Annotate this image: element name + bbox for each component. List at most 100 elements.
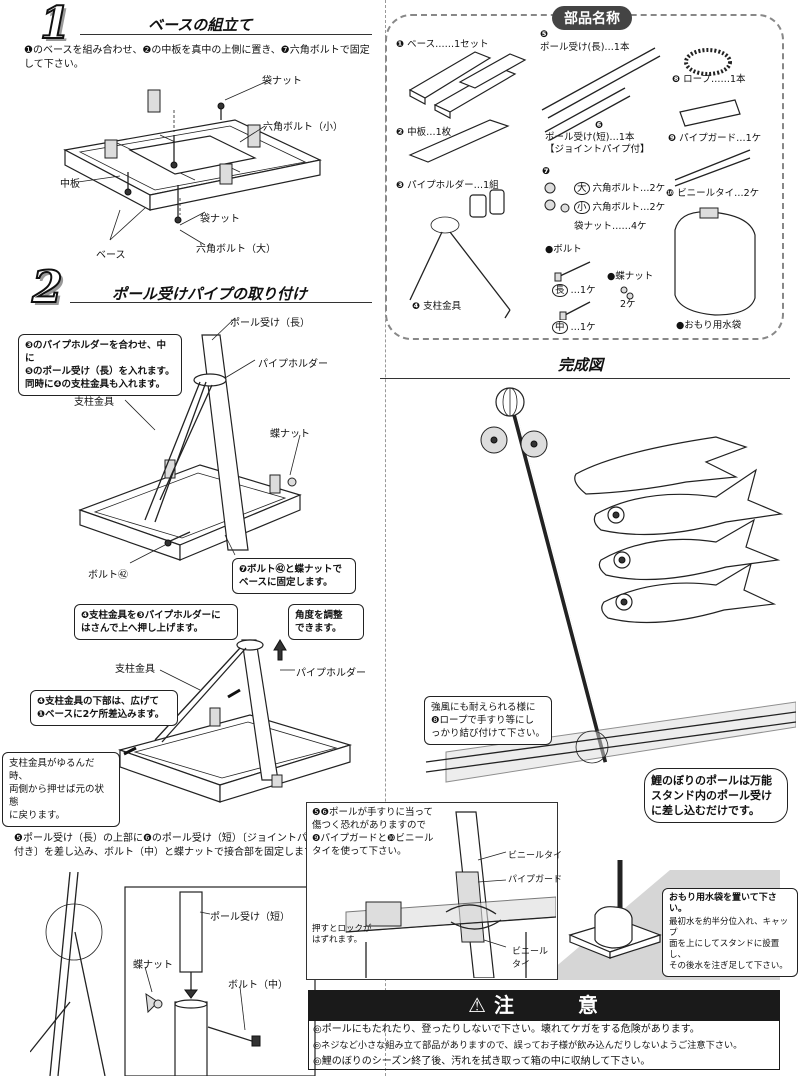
lock-note: 押すとロックが はずれます。 xyxy=(312,924,372,946)
label-pole-uke-short: ポール受け（短） xyxy=(210,912,290,923)
callout-guard-line2: 傷つく恐れがありますので xyxy=(312,820,427,831)
label-nakaita: 中板 xyxy=(60,179,80,190)
callout-loose-line3: に戻ります。 xyxy=(9,810,66,821)
step1-title: ベースの組立て xyxy=(148,16,253,34)
label-fukuro-nut-bottom: 袋ナット xyxy=(200,214,240,225)
callout-angle-line2: できます。 xyxy=(295,623,342,634)
part-8-no: ❽ xyxy=(672,74,681,85)
guard-detail-illustration xyxy=(345,811,556,978)
label-chou-nut-2: 蝶ナット xyxy=(133,960,173,971)
part-5-name: ポール受け(長)…1本 xyxy=(540,42,630,53)
callout3-line1: ❹支柱金具の下部は、広げて xyxy=(37,696,160,707)
callout1-line1: ❸のパイプホルダーを合わせ、中に xyxy=(25,340,167,364)
step2-callout-loosen: 支柱金具がゆるんだ時、 両側から押せば元の状態 に戻ります。 xyxy=(2,752,120,827)
step2-callout-fix: ❼ボルト㊷と蝶ナットで ベースに固定します。 xyxy=(232,558,356,594)
strut-adjust-illustration xyxy=(117,639,353,803)
water-bag-note: おもり用水袋を置いて下さい。 最初水を約半分位入れ、キャップ 面を上にしてスタン… xyxy=(662,888,798,977)
part-3: ❸ パイプホルダー…1組 xyxy=(396,177,499,191)
callout-wind-line3: っかり結び付けて下さい。 xyxy=(431,728,546,739)
completed-koinobori-illustration xyxy=(425,387,796,783)
label-pipe-holder-2: パイプホルダー xyxy=(296,668,366,679)
hw-hex-large-text: 六角ボルト…2ケ xyxy=(592,183,666,194)
step2-title-rule xyxy=(70,302,372,303)
label-base: ベース xyxy=(96,250,126,261)
callout-fix-line2: ベースに固定します。 xyxy=(239,577,333,588)
part-1: ❶ ベース……1セット xyxy=(396,36,489,50)
part-6-no: ❻ xyxy=(595,120,604,131)
mark-mid: 中 xyxy=(552,321,568,334)
step1-instruction: ❶のベースを組み合わせ、❷の中板を真中の上側に置き、❼六角ボルトで固定 して下さ… xyxy=(24,44,384,72)
part-10-name: ビニールタイ…2ケ xyxy=(677,188,760,199)
hw-hex-large: 大 六角ボルト…2ケ xyxy=(574,180,666,195)
caution-body: ◎ポールにもたれたり、登ったりしないで下さい。壊れてケガをする危険があります。 … xyxy=(308,1020,780,1070)
water-note-line3: その後水を注ぎ足して下さい。 xyxy=(669,961,788,971)
pole-holder-illustration xyxy=(78,317,302,564)
step2-title: ポール受けパイプの取り付け xyxy=(112,285,308,303)
callout-pole-insert: 鯉のぼりのポールは万能 スタンド内のポール受け に差し込むだけです。 xyxy=(644,768,788,823)
callout-fix-line1: ❼ボルト㊷と蝶ナットで xyxy=(239,564,343,575)
lock-note-line2: はずれます。 xyxy=(312,935,363,945)
mark-long: 長 xyxy=(552,284,568,297)
callout2-line1: ❹支柱金具を❸パイプホルダーに xyxy=(81,610,221,621)
part-4-name: 支柱金具 xyxy=(423,301,462,312)
vertical-divider xyxy=(385,0,387,1076)
label-vinyl-tie-top: ビニールタイ xyxy=(508,851,563,861)
part-8-name: ロープ……1本 xyxy=(683,74,746,85)
hw-bolt-mid-text: …1ケ xyxy=(570,322,596,333)
part-9-no: ❾ xyxy=(668,133,677,144)
step2-callout-press-up: ❹支柱金具を❸パイプホルダーに はさんで上へ押し上げます。 xyxy=(74,604,238,640)
callout-guard-line4: タイを使って下さい。 xyxy=(312,846,407,857)
lock-note-line1: 押すとロックが xyxy=(312,924,372,934)
label-hex-bolt-large: 六角ボルト（大） xyxy=(196,244,276,255)
mark-small: 小 xyxy=(574,201,590,214)
caution-header: ⚠注 意 xyxy=(308,990,780,1020)
step1-title-rule xyxy=(80,34,372,35)
callout-pole-line1: 鯉のぼりのポールは万能 xyxy=(651,774,772,787)
part-8: ❽ ロープ……1本 xyxy=(672,71,746,85)
part-9-name: パイプガード…1ケ xyxy=(679,133,762,144)
label-bolt-mid: ボルト（中） xyxy=(228,980,288,991)
step1-number: 1 xyxy=(39,0,72,49)
callout-pole-line3: に差し込むだけです。 xyxy=(651,804,760,817)
callout3-line2: ❶ベースに2ケ所差込みます。 xyxy=(37,709,165,720)
mark-large: 大 xyxy=(574,182,590,195)
label-shichu-kanagu-2: 支柱金具 xyxy=(115,664,155,675)
hw-bolt-mid: 中 …1ケ xyxy=(552,319,596,334)
callout2-line2: はさんで上へ押し上げます。 xyxy=(81,623,204,634)
label-chou-nut-1: 蝶ナット xyxy=(270,429,310,440)
part-7-no: ❼ xyxy=(542,166,551,177)
callout1-line2: ❺のポール受け（長）を入れます。 xyxy=(25,366,175,377)
part-10-no: ❿ xyxy=(666,188,675,199)
part-5-no: ❺ xyxy=(540,29,549,40)
part-3-name: パイプホルダー…1組 xyxy=(407,180,499,191)
hw-bolt-heading: ●ボルト xyxy=(545,244,582,255)
water-title: おもり用水袋を置いて下さい。 xyxy=(669,893,777,914)
instruction5-line2: 付き〕を差し込み、ボルト（中）と蝶ナットで接合部を固定します。 xyxy=(14,847,323,858)
callout-loose-line2: 両側から押せば元の状態 xyxy=(9,784,105,808)
part-1-no: ❶ xyxy=(396,39,405,50)
label-bolt-long: ボルト㊷ xyxy=(88,570,128,581)
caution-line-2: ◎ネジなど小さな組み立て部品がありますので、誤ってお子様が飲み込んだりしないよう… xyxy=(313,1040,743,1051)
part-1-name: ベース……1セット xyxy=(407,39,489,50)
callout-wind-line2: ❽ロープで手すり等にし xyxy=(431,715,534,726)
hw-hex-small-text: 六角ボルト…2ケ xyxy=(592,202,666,213)
callout-guard-line1: ❺❻ポールが手すりに当って xyxy=(312,807,434,818)
callout-loose-line1: 支柱金具がゆるんだ時、 xyxy=(9,758,95,782)
callout-pole-line2: スタンド内のポール受け xyxy=(651,789,772,802)
step2-callout-spread: ❹支柱金具の下部は、広げて ❶ベースに2ケ所差込みます。 xyxy=(30,690,178,726)
step2-callout-pipe-holder: ❸のパイプホルダーを合わせ、中に ❺のポール受け（長）を入れます。 同時に❹の支… xyxy=(18,334,182,396)
part-4-no: ❹ xyxy=(412,301,421,312)
complete-heading-rule xyxy=(380,378,790,379)
instruction5-line1: ❺ポール受け（長）の上部に❻のポール受け（短）〔ジョイントパイプ xyxy=(14,833,327,844)
part-5: ❺ ポール受け(長)…1本 xyxy=(540,28,629,54)
callout-angle-line1: 角度を調整 xyxy=(295,610,343,621)
step1-instruction-line2: して下さい。 xyxy=(24,59,84,70)
part-2-no: ❷ xyxy=(396,127,405,138)
base-assembly-illustration xyxy=(63,80,322,246)
label-shichu-kanagu-1: 支柱金具 xyxy=(74,397,114,408)
step2-instruction-5: ❺ポール受け（長）の上部に❻のポール受け（短）〔ジョイントパイプ 付き〕を差し込… xyxy=(14,832,384,860)
callout-guard: ❺❻ポールが手すりに当って 傷つく恐れがありますので ❾パイプガードと❿ビニール… xyxy=(312,806,448,858)
warning-icon: ⚠ xyxy=(468,993,486,1017)
part-10: ❿ ビニールタイ…2ケ xyxy=(666,185,759,199)
step1-instruction-line1: ❶のベースを組み合わせ、❷の中板を真中の上側に置き、❼六角ボルトで固定 xyxy=(24,45,370,56)
